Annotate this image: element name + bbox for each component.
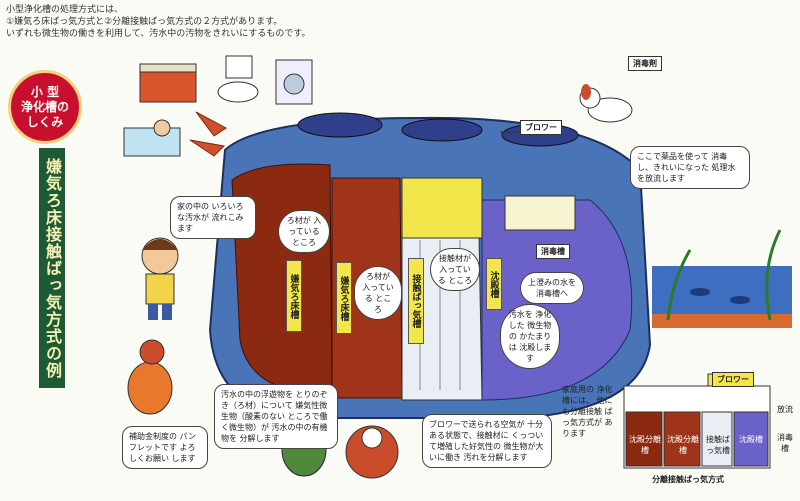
title-line-3: しくみ <box>26 114 64 129</box>
home-tank-note: 家庭用の 浄化槽には、 他にも分離接触 ばっ気方式が あります <box>562 385 613 438</box>
anaerobic-note-bubble: 汚水の中の浮遊物を とりのぞき（ろ材）について 嫌気性微生物（酸素のない ところ… <box>214 384 338 449</box>
contact-media-bubble: 接触材が 入っている ところ <box>430 248 480 291</box>
inset-settling-tank: 沈殿槽 <box>739 435 763 444</box>
title-badge: 小 型 浄化槽の しくみ <box>8 70 82 144</box>
inset-disinfection-label: 消毒槽 <box>777 433 793 453</box>
blower-label: ブロワー <box>520 120 562 135</box>
intro-line-2: ①嫌気ろ床ばっ気方式と②分離接触ばっ気方式の２方式があります。 <box>6 17 283 27</box>
intro-text: 小型浄化槽の処理方式には、 ①嫌気ろ床ばっ気方式と②分離接触ばっ気方式の２方式が… <box>6 4 310 40</box>
title-line-1: 小 型 <box>30 84 60 99</box>
inset-tank-diagram <box>623 373 771 469</box>
sediment-bubble: 汚水を 浄化した 微生物の かたまりは 沈殿します <box>500 304 560 369</box>
filter-bubble-a: ろ材が 入っている ところ <box>278 210 330 253</box>
disinfect-note-bubble: ここで薬品を使って 消毒し、きれいになった 処理水を放流します <box>630 146 750 189</box>
blower-note-bubble: ブロワーで送られる空気が 十分ある状態で、接触材に くっついて増殖した好気性の … <box>422 414 552 468</box>
anaerobic-tank-1-label: 嫌気ろ床槽 <box>286 260 302 332</box>
home-water-bubble: 家の中の いろいろな汚水が 流れこみます <box>170 196 256 239</box>
boy-icon <box>141 237 179 320</box>
title-line-2: 浄化槽の <box>20 99 69 114</box>
washing-machine-icon <box>275 59 313 105</box>
supernatant-bubble: 上澄みの水を 消毒槽へ <box>520 272 584 304</box>
disinfectant-label: 消毒剤 <box>628 56 662 71</box>
inset-caption: 分離接触ばっ気方式 <box>652 475 724 484</box>
subsidy-note-bubble: 補助金制度の パンフレットです よろしくお願い します <box>122 426 208 469</box>
mascot-icon <box>127 339 173 415</box>
intro-line-1: 小型浄化槽の処理方式には、 <box>6 5 124 15</box>
intro-line-3: いずれも微生物の働きを利用して、汚水中の汚物をきれいにするものです。 <box>6 29 311 39</box>
anaerobic-tank-2-label: 嫌気ろ床槽 <box>336 262 352 334</box>
inset-blower-label: ブロワー <box>712 372 754 387</box>
contact-aeration-tank-label: 接触ばっ気槽 <box>408 258 424 344</box>
settling-tank-label: 沈殿槽 <box>486 258 502 310</box>
method-banner: 嫌気ろ床接触ばっ気方式の例 <box>39 148 65 388</box>
kitchen-sink-icon <box>139 63 197 103</box>
inset-discharge-label: 放流 <box>777 405 793 414</box>
bathtub-icon <box>123 119 181 157</box>
disinfection-tank-label: 消毒槽 <box>536 244 570 259</box>
dog-icon <box>579 84 633 123</box>
inset-separation-tank-1: 沈殿分離槽 <box>629 435 661 455</box>
river-illustration <box>652 229 792 328</box>
toilet-icon <box>217 55 259 103</box>
inflow-arrows <box>189 111 227 157</box>
aerobic-microbe-icon <box>345 425 399 479</box>
inset-separation-tank-2: 沈殿分離槽 <box>667 435 699 455</box>
inset-contact-tank: 接触ばっ気槽 <box>706 435 730 455</box>
filter-bubble-b: ろ材が 入っている ところ <box>354 266 402 320</box>
